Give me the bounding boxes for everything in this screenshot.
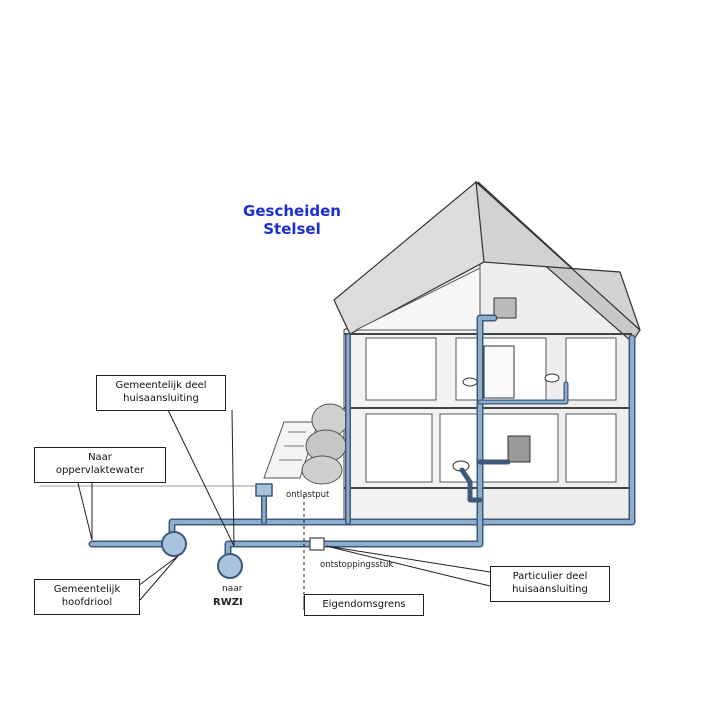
sink-upper-left bbox=[462, 377, 478, 387]
leader-hoofdriool bbox=[137, 555, 179, 601]
callout-oppervlaktewater: Naar oppervlaktewater bbox=[34, 447, 166, 483]
room-lower-left bbox=[365, 413, 433, 483]
diagram-title: Gescheiden Stelsel bbox=[222, 202, 362, 238]
pipes bbox=[88, 314, 636, 579]
room-upper-right bbox=[565, 337, 617, 401]
attic bbox=[355, 267, 481, 331]
label-ontstoppingsstuk: ontstoppingsstuk bbox=[320, 560, 394, 570]
callout-particulier-line-2: huisaansluiting bbox=[512, 584, 588, 595]
label-naar: naar bbox=[222, 584, 243, 594]
sink-upper-right bbox=[544, 373, 560, 383]
callout-hoofdriool: Gemeentelijk hoofdriool bbox=[34, 579, 140, 615]
branch-lower bbox=[459, 467, 483, 503]
room-lower-right bbox=[565, 413, 617, 483]
callout-gemeentelijk-deel-line-2: huisaansluiting bbox=[123, 393, 199, 404]
leader-gemeentelijk-deel bbox=[167, 409, 235, 547]
callout-particulier-line-1: Particulier deel bbox=[512, 571, 588, 582]
room-upper-left bbox=[365, 337, 437, 401]
roof-left bbox=[333, 180, 485, 335]
callout-gemeentelijk-deel: Gemeentelijk deel huisaansluiting bbox=[96, 375, 226, 411]
callout-eigendomsgrens-label: Eigendomsgrens bbox=[322, 599, 406, 610]
leader-particulier bbox=[325, 545, 491, 587]
callout-oppervlaktewater-line-2: oppervlaktewater bbox=[55, 465, 145, 476]
callout-particulier: Particulier deel huisaansluiting bbox=[490, 566, 610, 602]
label-rwzi: RWZI bbox=[213, 597, 243, 608]
room-lower-mid bbox=[439, 413, 559, 483]
ontlastput-box bbox=[255, 483, 273, 497]
leader-oppervlaktewater bbox=[77, 482, 93, 541]
house bbox=[333, 180, 641, 524]
hoofdriool-pipe bbox=[161, 531, 187, 557]
leader-lines bbox=[77, 409, 491, 610]
callout-hoofdriool-line-1: Gemeentelijk bbox=[53, 584, 121, 595]
title-line-1: Gescheiden bbox=[243, 202, 341, 220]
washing-machine bbox=[507, 435, 531, 463]
callout-hoofdriool-line-2: hoofdriool bbox=[61, 597, 113, 608]
bush-3 bbox=[301, 455, 343, 485]
callout-gemeentelijk-deel-line-1: Gemeentelijk deel bbox=[115, 380, 207, 391]
label-ontlastput: ontlastput bbox=[286, 490, 330, 500]
rwzi-pipe bbox=[217, 553, 243, 579]
callout-eigendomsgrens: Eigendomsgrens bbox=[304, 594, 424, 616]
boiler bbox=[483, 345, 515, 399]
title-line-2: Stelsel bbox=[263, 220, 321, 238]
garden bbox=[263, 403, 349, 485]
ontstoppingsstuk-box bbox=[309, 537, 325, 551]
roof-vent-box bbox=[493, 297, 517, 319]
callout-oppervlaktewater-line-1: Naar bbox=[88, 452, 112, 463]
